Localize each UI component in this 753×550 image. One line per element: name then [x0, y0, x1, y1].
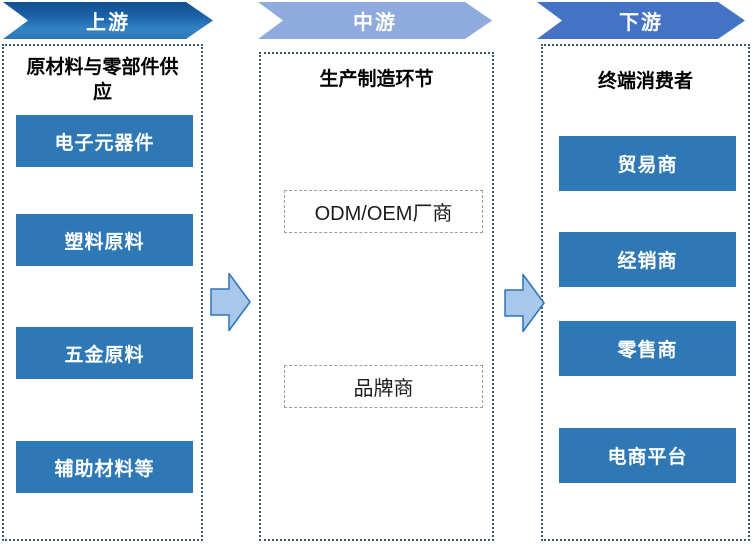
- stage-item: 零售商: [559, 321, 736, 376]
- stage-item: 经销商: [559, 232, 736, 287]
- stage-header-upstream: 上游: [3, 2, 213, 39]
- stage-header-upstream-label: 上游: [86, 12, 130, 34]
- midstream-column-title: 生产制造环节: [319, 69, 434, 90]
- midstream-column: 生产制造环节 ODM/OEM厂商 品牌商: [259, 52, 494, 541]
- stage-header-midstream: 中游: [258, 2, 492, 39]
- right-arrow-icon: [210, 272, 251, 332]
- stage-header-downstream-label: 下游: [619, 12, 663, 34]
- upstream-column-title: 原材料与零部件供应: [26, 57, 179, 103]
- downstream-column: 终端消费者 贸易商 经销商 零售商 电商平台: [541, 44, 750, 541]
- downstream-column-title: 终端消费者: [597, 71, 693, 92]
- upstream-column: 原材料与零部件供应 电子元器件 塑料原料 五金原料 辅助材料等: [2, 44, 203, 541]
- stage-item: ODM/OEM厂商: [284, 190, 483, 233]
- stage-item: 电商平台: [559, 428, 736, 483]
- right-arrow-icon: [504, 273, 545, 333]
- stage-item: 贸易商: [559, 136, 736, 191]
- stage-item: 辅助材料等: [16, 441, 193, 493]
- stage-item: 塑料原料: [16, 214, 193, 266]
- stage-item: 品牌商: [284, 365, 483, 408]
- stage-header-downstream: 下游: [537, 2, 745, 39]
- stage-item: 电子元器件: [16, 115, 193, 167]
- stage-item: 五金原料: [16, 327, 193, 379]
- stage-header-midstream-label: 中游: [353, 12, 397, 34]
